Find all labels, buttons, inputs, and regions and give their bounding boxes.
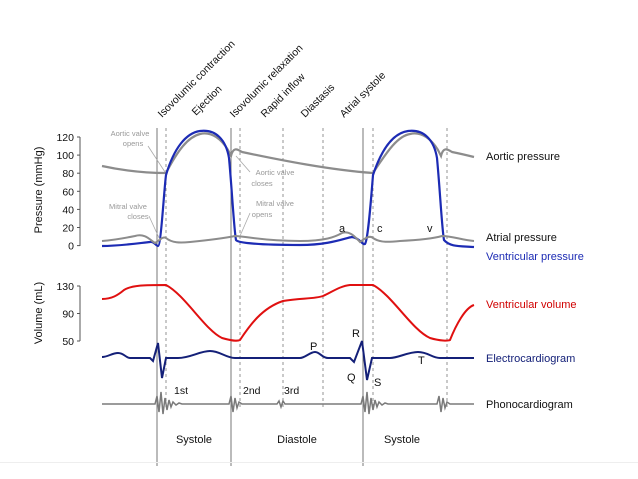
wave-label-v: v: [427, 223, 433, 235]
volume-tick-label: 90: [62, 309, 74, 321]
heart-sound-2nd: 2nd: [243, 385, 261, 397]
ecg-label-r: R: [352, 328, 360, 340]
pressure-tick-label: 80: [62, 168, 74, 180]
pressure-axis-label: Pressure (mmHg): [33, 147, 45, 234]
legend: Aortic pressure Atrial pressure Ventricu…: [486, 151, 584, 411]
ecg-label-s: S: [374, 377, 381, 389]
mitral-opens-line2: opens: [252, 210, 273, 219]
phase-labels: Isovolumic contraction Ejection Isovolum…: [156, 38, 389, 120]
ventricular-volume-curve: [101, 283, 475, 342]
ecg-label-q: Q: [347, 372, 356, 384]
wave-label-c: c: [377, 223, 383, 235]
mitral-opens-line1: Mitral valve: [256, 199, 294, 208]
phase-diastasis: Diastasis: [299, 82, 338, 121]
pressure-tick-label: 20: [62, 223, 74, 235]
pressure-tick-label: 60: [62, 186, 74, 198]
volume-axis: Volume (mL) 130 90 50: [33, 281, 81, 348]
ecg-trace: [101, 340, 474, 381]
heart-sound-3rd: 3rd: [284, 385, 299, 397]
mitral-closes-line2: closes: [127, 212, 149, 221]
ecg-label-t: T: [418, 355, 425, 367]
volume-tick-label: 50: [62, 336, 74, 348]
bottom-divider: [0, 462, 638, 463]
legend-atrial-pressure: Atrial pressure: [486, 232, 557, 244]
legend-ventricular-pressure: Ventricular pressure: [486, 251, 584, 263]
heart-sound-labels: 1st 2nd 3rd: [174, 385, 299, 397]
pressure-tick-label: 120: [56, 132, 74, 144]
aortic-closes-line2: closes: [251, 179, 273, 188]
ecg-label-p: P: [310, 341, 317, 353]
mitral-closes-line1: Mitral valve: [109, 202, 147, 211]
ventricular-pressure-curve: [101, 129, 475, 249]
atrial-wave-labels: a c v: [339, 223, 433, 235]
phonocardiogram-trace: [102, 391, 474, 415]
volume-tick-label: 130: [56, 281, 74, 293]
heart-sound-1st: 1st: [174, 385, 188, 397]
period-diastole: Diastole: [277, 434, 317, 446]
legend-ventricular-volume: Ventricular volume: [486, 299, 577, 311]
phase-atrial-systole: Atrial systole: [338, 69, 389, 120]
valve-annotations: Aortic valve opens Aortic valve closes M…: [109, 129, 295, 241]
pressure-tick-label: 40: [62, 204, 74, 216]
period-labels: Systole Diastole Systole: [176, 434, 420, 446]
ecg-labels: P Q R S T: [310, 328, 425, 389]
period-systole-2: Systole: [384, 434, 420, 446]
pressure-axis: Pressure (mmHg) 120 100 80 60 40 20 0: [33, 132, 81, 253]
volume-axis-label: Volume (mL): [33, 282, 45, 344]
aortic-opens-line2: opens: [123, 139, 144, 148]
aortic-opens-line1: Aortic valve: [111, 129, 150, 138]
pressure-tick-label: 0: [68, 241, 74, 253]
wave-label-a: a: [339, 223, 346, 235]
pressure-tick-label: 100: [56, 150, 74, 162]
legend-aortic-pressure: Aortic pressure: [486, 151, 560, 163]
period-systole-1: Systole: [176, 434, 212, 446]
legend-electrocardiogram: Electrocardiogram: [486, 353, 575, 365]
aortic-closes-line1: Aortic valve: [256, 168, 295, 177]
atrial-pressure-curve: [101, 231, 475, 245]
legend-phonocardiogram: Phonocardiogram: [486, 399, 573, 411]
phase-dividers: [165, 128, 448, 410]
aortic-pressure-curve: [101, 132, 475, 175]
